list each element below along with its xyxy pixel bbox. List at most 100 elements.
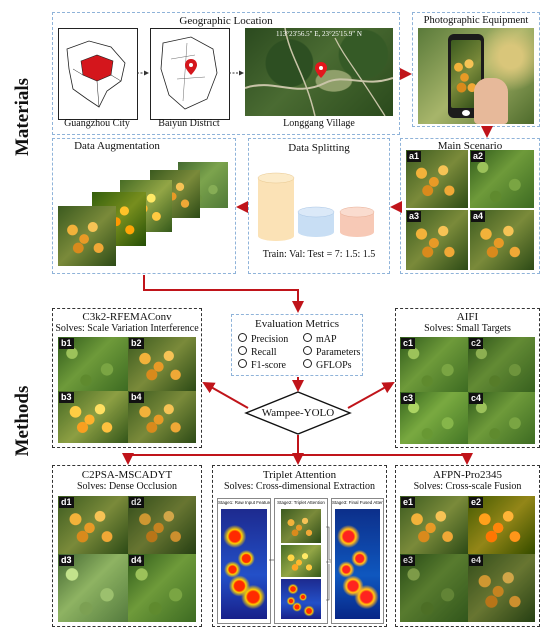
c3k2-label-b1: b1 [59, 338, 74, 349]
aifi-module-panel [395, 308, 540, 448]
aifi-photo-c1: c1 [400, 337, 468, 392]
c2psa-photo-d1: d1 [58, 496, 128, 554]
scenario-photo-a3: a3 [406, 210, 468, 270]
scenario-photo-a1: a1 [406, 150, 468, 208]
c3k2-photo-b2: b2 [128, 337, 196, 391]
aifi-photo-c3: c3 [400, 392, 468, 444]
data-augmentation-panel [52, 138, 236, 274]
c2psa-module-panel [52, 465, 202, 627]
materials-section-label: Materials [12, 77, 33, 156]
guangzhou-map [58, 28, 138, 120]
stage2-label: Stage2: Triplet Attention [277, 500, 325, 505]
c2psa-label-d1: d1 [59, 497, 74, 508]
afpn-label-e3: e3 [401, 555, 416, 566]
afpn-photo-e2: e2 [468, 496, 535, 554]
afpn-photo-e4: e4 [468, 554, 535, 622]
c3k2-label-b3: b3 [59, 392, 74, 403]
stage1-label: Stage1: Raw Input Features [218, 500, 270, 505]
afpn-photo-e1: e1 [400, 496, 468, 554]
methods-section-label: Methods [12, 385, 33, 457]
aifi-title: AIFI [456, 311, 479, 323]
aifi-label-c2: c2 [469, 338, 484, 349]
afpn-title: AFPN-Pro2345 [432, 469, 503, 481]
c3k2-subtitle: Solves: Scale Variation Interference [55, 323, 199, 334]
c3k2-title: C3k2-RFEMAConv [82, 311, 172, 323]
hand-shape [474, 78, 508, 124]
evaluation-metrics-title: Evaluation Metrics [254, 318, 339, 330]
baiyun-district-label: Baiyun District [158, 118, 220, 129]
metric-item: mAP [303, 333, 360, 346]
geographic-location-title: Geographic Location [179, 15, 273, 27]
c2psa-photo-d3: d3 [58, 554, 128, 622]
augmented-image-1 [58, 206, 116, 266]
main-scenario-title: Main Scenario [437, 140, 503, 152]
metric-item: Precision [238, 333, 288, 346]
stage3-heatmap [335, 509, 380, 619]
arrow-center-to-aifi [347, 382, 395, 409]
triplet-subtitle: Solves: Cross-dimensional Extraction [223, 481, 376, 492]
scenario-label-a2: a2 [471, 151, 486, 162]
scenario-label-a1: a1 [407, 151, 422, 162]
metric-item: F1-score [238, 359, 288, 372]
stage3-block: Stage3: Final Fused Attention Map [331, 498, 384, 624]
photographic-equipment-title: Photographic Equipment [423, 15, 529, 26]
photographic-equipment-panel [412, 12, 540, 127]
c2psa-label-d3: d3 [59, 555, 74, 566]
aifi-label-c3: c3 [401, 393, 416, 404]
arrow-augmentation-to-methods [143, 275, 304, 313]
triplet-title: Triplet Attention [262, 469, 337, 481]
aifi-label-c4: c4 [469, 393, 484, 404]
c2psa-title: C2PSA-MSCADYT [81, 469, 173, 481]
scenario-photo-a4: a4 [470, 210, 534, 270]
c2psa-photo-d2: d2 [128, 496, 196, 554]
stage2-map-3 [281, 579, 321, 619]
scenario-label-a4: a4 [471, 211, 486, 222]
phone-photo [418, 28, 534, 124]
baiyun-map [150, 28, 230, 120]
guangzhou-city-label: Guangzhou City [64, 118, 130, 129]
stage1-heatmap [221, 509, 267, 619]
c3k2-photo-b4: b4 [128, 391, 196, 443]
data-splitting-panel [248, 138, 390, 274]
afpn-photo-e3: e3 [400, 554, 468, 622]
metric-item: GFLOPs [303, 359, 360, 372]
longgang-satellite-image: 113°23'56.5" E, 23°25'15.9" N [245, 28, 393, 116]
c3k2-label-b4: b4 [129, 392, 144, 403]
aifi-photo-c2: c2 [468, 337, 535, 392]
afpn-subtitle: Solves: Cross-scale Fusion [413, 481, 522, 492]
afpn-label-e1: e1 [401, 497, 416, 508]
data-splitting-title: Data Splitting [288, 142, 350, 154]
c3k2-photo-b1: b1 [58, 337, 128, 391]
c3k2-label-b2: b2 [129, 338, 144, 349]
afpn-label-e4: e4 [469, 555, 484, 566]
scenario-photo-a2: a2 [470, 150, 534, 208]
c2psa-label-d4: d4 [129, 555, 144, 566]
c2psa-subtitle: Solves: Dense Occlusion [77, 481, 177, 492]
afpn-label-e2: e2 [469, 497, 484, 508]
stage2-block: Stage2: Triplet Attention [274, 498, 328, 624]
stage3-label: Stage3: Final Fused Attention Map [332, 500, 383, 505]
aifi-subtitle: Solves: Small Targets [424, 323, 511, 334]
geographic-location-panel [52, 12, 400, 135]
stage2-map-1 [281, 509, 321, 543]
wampee-yolo-label: Wampee-YOLO [261, 407, 335, 419]
data-augmentation-title: Data Augmentation [74, 140, 160, 152]
afpn-module-panel [395, 465, 540, 627]
stage1-block: Stage1: Raw Input Features [217, 498, 271, 624]
triplet-attention-panel [212, 465, 387, 627]
metrics-left-column: Precision Recall F1-score [238, 333, 288, 372]
stage2-map-2 [281, 545, 321, 577]
aifi-label-c1: c1 [401, 338, 416, 349]
c2psa-photo-d4: d4 [128, 554, 196, 622]
arrow-center-to-afpn [298, 453, 473, 465]
aifi-photo-c4: c4 [468, 392, 535, 444]
c2psa-label-d2: d2 [129, 497, 144, 508]
split-ratio-text: Train: Val: Test = 7: 1.5: 1.5 [262, 249, 376, 260]
evaluation-metrics-panel [231, 314, 363, 376]
metric-item: Recall [238, 346, 288, 359]
coordinates-label: 113°23'56.5" E, 23°25'15.9" N [276, 30, 362, 38]
metrics-right-column: mAP Parameters GFLOPs [303, 333, 360, 372]
metric-item: Parameters [303, 346, 360, 359]
arrow-center-to-c3k2 [202, 382, 249, 409]
longgang-village-label: Longgang Village [283, 118, 355, 129]
